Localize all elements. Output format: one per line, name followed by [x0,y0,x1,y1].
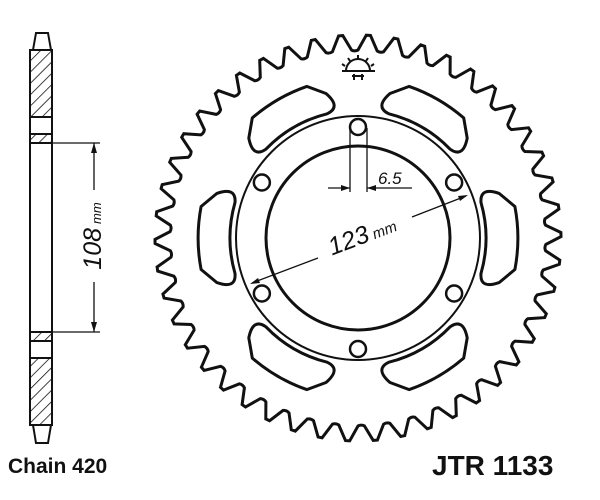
bolt-circle-unit: mm [370,218,399,243]
center-bore [264,144,452,332]
hub-height-dimension: 108 mm [52,142,107,333]
hole-diameter-value: 6.5 [378,169,402,188]
part-number: JTR 1133 [432,450,554,481]
svg-text:108mm: 108 mm [79,202,107,270]
bolt-hole [444,173,464,192]
chain-label: Chain 420 [8,455,108,478]
bolt-hole [252,284,272,303]
manufacturer-logo [341,55,375,80]
bolt-hole [348,117,368,137]
bolt-hole [252,173,272,192]
bolt-hole [444,284,464,303]
lightening-slot [479,189,520,287]
lightening-slot [247,84,336,154]
bolt-circle-dimension: 123mm [250,195,468,284]
bolt-circle-value: 123 [324,220,373,261]
lightening-slot [196,189,237,287]
lightening-slot [247,322,336,392]
hole-diameter-dimension: 6.5 [328,128,412,192]
hub-ring [235,115,481,361]
hub-height-unit: mm [89,202,104,224]
lightening-slot [380,84,469,154]
bolt-holes [252,117,464,359]
sprocket-teeth-outline [153,33,563,443]
side-profile [29,32,53,444]
hub-height-value: 108 [79,228,107,270]
bolt-hole [348,339,368,359]
lightening-slot [380,322,469,392]
lightening-slots [196,84,520,392]
svg-text:123mm: 123mm [324,210,400,261]
